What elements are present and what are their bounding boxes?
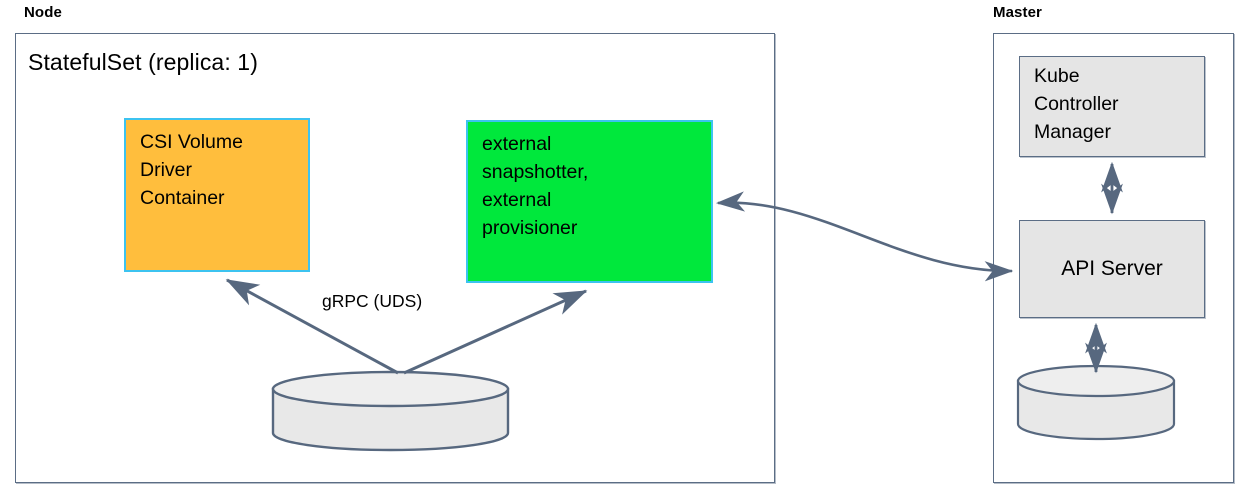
grpc-uds-edge-label: gRPC (UDS)	[322, 291, 423, 311]
master-group-label: Master	[993, 4, 1042, 21]
etcd-label: etcd	[1036, 396, 1074, 418]
node-group-label: Node	[24, 4, 62, 21]
statefulset-title: StatefulSet (replica: 1)	[28, 49, 258, 75]
kube-controller-manager-box[interactable]: Kube Controller Manager	[1019, 56, 1205, 157]
emptydir-volume-label: EmptyDir Volume	[290, 404, 422, 423]
csi-volume-driver-container-box[interactable]: CSI Volume Driver Container	[124, 118, 310, 272]
kube-controller-manager-label: Kube Controller Manager	[1034, 65, 1119, 143]
api-server-box[interactable]: API Server	[1019, 220, 1205, 318]
external-sidecars-label: external snapshotter, external provision…	[482, 133, 589, 239]
external-sidecars-box[interactable]: external snapshotter, external provision…	[466, 120, 713, 283]
api-server-label: API Server	[1061, 256, 1163, 280]
csi-volume-driver-container-label: CSI Volume Driver Container	[140, 131, 243, 209]
